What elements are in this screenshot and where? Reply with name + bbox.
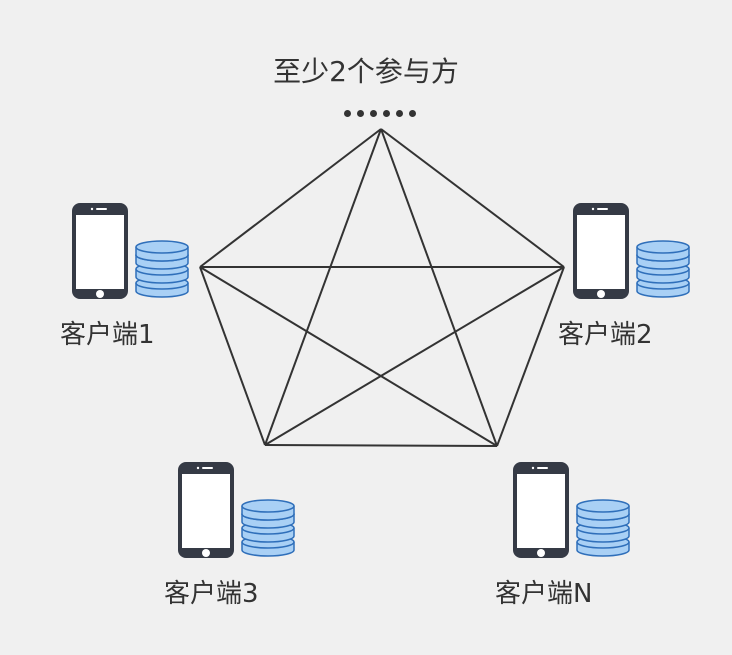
database-icon — [135, 240, 189, 298]
database-icon — [576, 499, 630, 557]
client-label: 客户端2 — [558, 320, 653, 350]
edge-client-1-client-n — [199, 266, 498, 447]
edge-client-1-client-3 — [199, 266, 266, 446]
ellipsis-dot — [396, 109, 403, 117]
smartphone-icon — [513, 462, 569, 558]
ellipsis-dots — [344, 108, 434, 118]
database-icon — [636, 240, 690, 298]
edge-client-2-client-3 — [264, 266, 565, 446]
edge-ellipsis-node-client-3 — [264, 128, 382, 446]
edge-ellipsis-node-client-2 — [380, 128, 565, 268]
client-node-1: 客户端1 — [60, 203, 202, 353]
smartphone-icon — [178, 462, 234, 558]
ellipsis-dot — [370, 109, 377, 117]
client-label: 客户端N — [495, 579, 593, 609]
smartphone-icon — [72, 203, 128, 299]
client-label: 客户端3 — [164, 579, 259, 609]
edge-ellipsis-node-client-1 — [199, 128, 382, 268]
smartphone-icon — [573, 203, 629, 299]
client-node-n: 客户端N — [495, 462, 643, 612]
client-node-2: 客户端2 — [558, 203, 703, 353]
client-label: 客户端1 — [60, 320, 155, 350]
ellipsis-dot — [409, 109, 416, 117]
diagram-title: 至少2个参与方 — [273, 55, 459, 88]
database-icon — [241, 499, 295, 557]
edge-ellipsis-node-client-n — [380, 128, 498, 447]
ellipsis-dot — [344, 109, 351, 117]
edge-client-3-client-n — [264, 444, 498, 447]
ellipsis-dot — [357, 109, 364, 117]
edge-client-2-client-n — [496, 266, 565, 447]
ellipsis-dot — [383, 109, 390, 117]
client-node-3: 客户端3 — [164, 462, 308, 612]
